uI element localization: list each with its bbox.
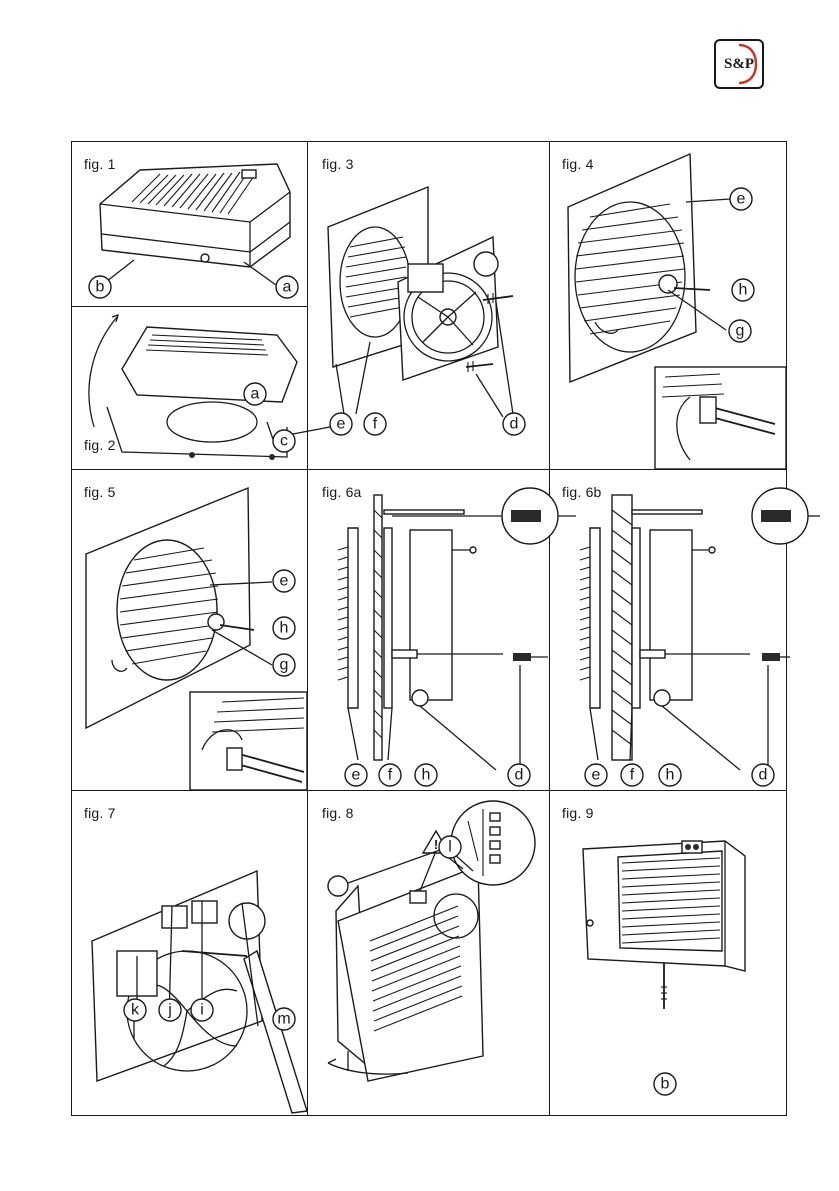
svg-text:m: m xyxy=(277,1011,290,1028)
label-j: j xyxy=(159,999,181,1021)
svg-text:!: ! xyxy=(434,837,438,852)
svg-text:e: e xyxy=(352,767,361,784)
svg-text:b: b xyxy=(96,279,105,296)
label-f: f xyxy=(621,764,643,786)
fig-7-illustration: k j i m xyxy=(72,791,307,1115)
fig-6b-illustration: e f h d xyxy=(550,470,786,790)
label-a: a xyxy=(244,383,266,405)
label-a: a xyxy=(276,276,298,298)
svg-text:h: h xyxy=(739,282,748,299)
svg-text:d: d xyxy=(759,767,768,784)
svg-text:g: g xyxy=(280,657,289,674)
label-h: h xyxy=(273,617,295,639)
svg-text:e: e xyxy=(592,767,601,784)
fig-9-illustration: b xyxy=(550,791,786,1115)
svg-text:d: d xyxy=(515,767,524,784)
label-e: e xyxy=(330,413,352,435)
label-e: e xyxy=(273,570,295,592)
label-b: b xyxy=(654,1073,676,1095)
svg-text:h: h xyxy=(422,767,431,784)
svg-text:g: g xyxy=(736,323,745,340)
fig-1-panel: fig. 1 b a xyxy=(72,142,307,306)
fig-6a-panel: fig. 6a xyxy=(308,470,549,790)
label-c: c xyxy=(273,430,295,452)
svg-text:k: k xyxy=(131,1002,140,1019)
brand-logo: S&P xyxy=(714,39,764,89)
svg-text:h: h xyxy=(280,620,289,637)
fig-4-panel: fig. 4 e h g xyxy=(550,142,786,469)
label-g: g xyxy=(729,320,751,342)
label-f: f xyxy=(364,413,386,435)
fig-8-illustration: ! l xyxy=(308,791,549,1115)
fig-2-illustration: a c xyxy=(72,307,307,469)
label-l: l xyxy=(439,836,461,858)
fig-1-illustration: b a xyxy=(72,142,307,306)
fig-3-panel: fig. 3 xyxy=(308,142,549,469)
fig-2-panel: fig. 2 a c xyxy=(72,307,307,469)
fig-5-illustration: e h g xyxy=(72,470,307,790)
svg-text:f: f xyxy=(388,767,393,784)
label-f: f xyxy=(379,764,401,786)
logo-text: S&P xyxy=(724,56,754,72)
svg-text:f: f xyxy=(373,416,378,433)
label-e: e xyxy=(585,764,607,786)
fig-6a-illustration: e f h d xyxy=(308,470,549,790)
label-d: d xyxy=(752,764,774,786)
label-d: d xyxy=(508,764,530,786)
svg-text:a: a xyxy=(283,279,292,296)
fig-7-panel: fig. 7 k j i m xyxy=(72,791,307,1115)
label-i: i xyxy=(191,999,213,1021)
svg-text:h: h xyxy=(666,767,675,784)
svg-text:a: a xyxy=(251,386,260,403)
fig-4-illustration: e h g xyxy=(550,142,786,469)
figure-grid: fig. 1 b a fig. 2 xyxy=(71,141,787,1116)
label-h: h xyxy=(659,764,681,786)
label-k: k xyxy=(124,999,146,1021)
fig-3-illustration: e f d xyxy=(308,142,549,469)
fig-8-panel: fig. 8 ! xyxy=(308,791,549,1115)
fig-6b-panel: fig. 6b xyxy=(550,470,786,790)
label-e: e xyxy=(345,764,367,786)
label-e: e xyxy=(730,188,752,210)
fig-9-panel: fig. 9 b xyxy=(550,791,786,1115)
label-d: d xyxy=(503,413,525,435)
label-h: h xyxy=(415,764,437,786)
label-h: h xyxy=(732,279,754,301)
svg-text:d: d xyxy=(510,416,519,433)
svg-text:j: j xyxy=(167,1002,172,1019)
svg-text:e: e xyxy=(280,573,289,590)
label-b: b xyxy=(89,276,111,298)
fig-5-panel: fig. 5 e h g xyxy=(72,470,307,790)
svg-text:f: f xyxy=(630,767,635,784)
label-g: g xyxy=(273,654,295,676)
svg-text:i: i xyxy=(200,1002,204,1019)
svg-text:l: l xyxy=(448,839,452,856)
svg-text:e: e xyxy=(337,416,346,433)
svg-text:c: c xyxy=(280,433,288,450)
svg-text:e: e xyxy=(737,191,746,208)
svg-text:b: b xyxy=(661,1076,670,1093)
label-m: m xyxy=(273,1008,295,1030)
